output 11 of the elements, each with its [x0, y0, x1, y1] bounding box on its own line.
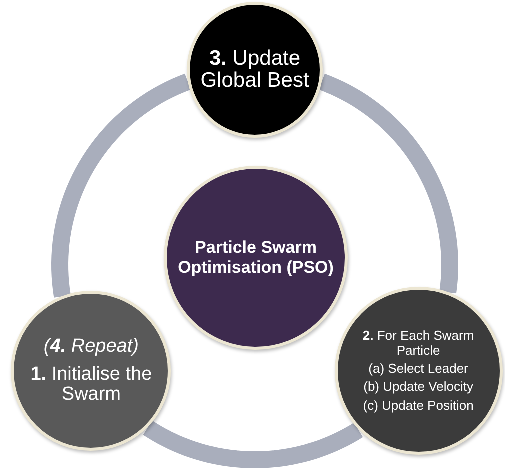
ring-arc-connector	[143, 420, 364, 468]
substep-text: (a) Select Leader	[368, 362, 468, 376]
ring-arc-connector	[52, 74, 192, 298]
step-text: 2. For Each Swarm Particle	[362, 329, 476, 358]
substep-text: (c) Update Position	[363, 398, 474, 413]
title-text: Particle Swarm Optimisation (PSO)	[177, 238, 335, 278]
step-text: 3. Update Global Best	[200, 48, 310, 92]
repeat-note: (4. Repeat)	[44, 337, 139, 358]
step-text: 1. Initialise the Swarm	[30, 365, 154, 406]
ring-arc-connector	[318, 74, 458, 294]
substep-text: (b) Update Velocity	[364, 380, 474, 395]
